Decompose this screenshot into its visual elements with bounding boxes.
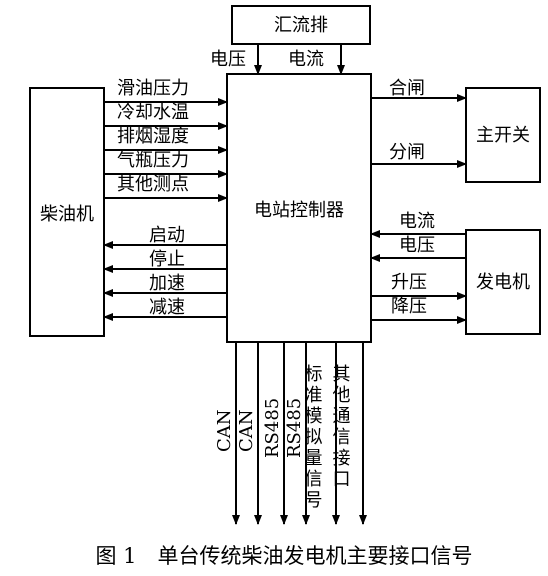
diesel-block: 柴油机 <box>29 87 105 337</box>
other-label: 其他通信接口 <box>330 364 351 490</box>
switch-signals: 合闸 分闸 <box>371 78 467 168</box>
diesel-input-label: 气瓶压力 <box>117 150 189 171</box>
busbar-signals: 电压 电流 <box>210 44 345 75</box>
diesel-inputs: 滑油压力 冷却水温 排烟湿度 气瓶压力 其他测点 <box>104 78 228 202</box>
diesel-input-label: 冷却水温 <box>117 102 189 123</box>
main-switch-label: 主开关 <box>476 125 530 146</box>
generator-label: 发电机 <box>476 272 530 293</box>
busbar-voltage-label: 电压 <box>210 49 246 70</box>
generator-input-label: 电流 <box>399 211 435 232</box>
diesel-input-label: 其他测点 <box>117 174 189 195</box>
diesel-output-label: 减速 <box>149 297 185 318</box>
generator-inputs: 电流 电压 <box>370 211 466 262</box>
bottom-ports: CAN CAN RS485 RS485 标准模拟量信号 其他通信接口 <box>214 342 367 525</box>
diesel-output-label: 启动 <box>149 225 185 246</box>
busbar-block: 汇流排 <box>231 5 371 45</box>
generator-outputs: 升压 降压 <box>371 272 467 324</box>
generator-block: 发电机 <box>465 229 541 335</box>
generator-output-label: 升压 <box>391 272 427 293</box>
analog-label: 标准模拟量信号 <box>302 364 323 511</box>
controller-block: 电站控制器 <box>226 73 372 343</box>
switch-open-label: 分闸 <box>389 142 425 163</box>
busbar-label: 汇流排 <box>274 15 328 36</box>
diesel-output-label: 加速 <box>149 273 185 294</box>
diesel-label: 柴油机 <box>40 204 94 225</box>
can1-label: CAN <box>214 409 235 452</box>
busbar-current-label: 电流 <box>288 49 324 70</box>
generator-output-label: 降压 <box>391 296 427 317</box>
diesel-input-label: 排烟湿度 <box>117 126 189 147</box>
diesel-input-label: 滑油压力 <box>117 78 189 99</box>
controller-label: 电站控制器 <box>254 200 344 221</box>
main-switch-block: 主开关 <box>465 87 541 183</box>
diesel-outputs: 启动 停止 加速 减速 <box>103 225 227 321</box>
can2-label: CAN <box>236 409 257 452</box>
rs485-1-label: RS485 <box>262 398 283 458</box>
rs485-2-label: RS485 <box>284 398 305 458</box>
switch-close-label: 合闸 <box>389 78 425 99</box>
generator-input-label: 电压 <box>399 235 435 256</box>
diesel-output-label: 停止 <box>149 249 185 270</box>
figure-caption: 图 1 单台传统柴油发电机主要接口信号 <box>95 544 472 568</box>
